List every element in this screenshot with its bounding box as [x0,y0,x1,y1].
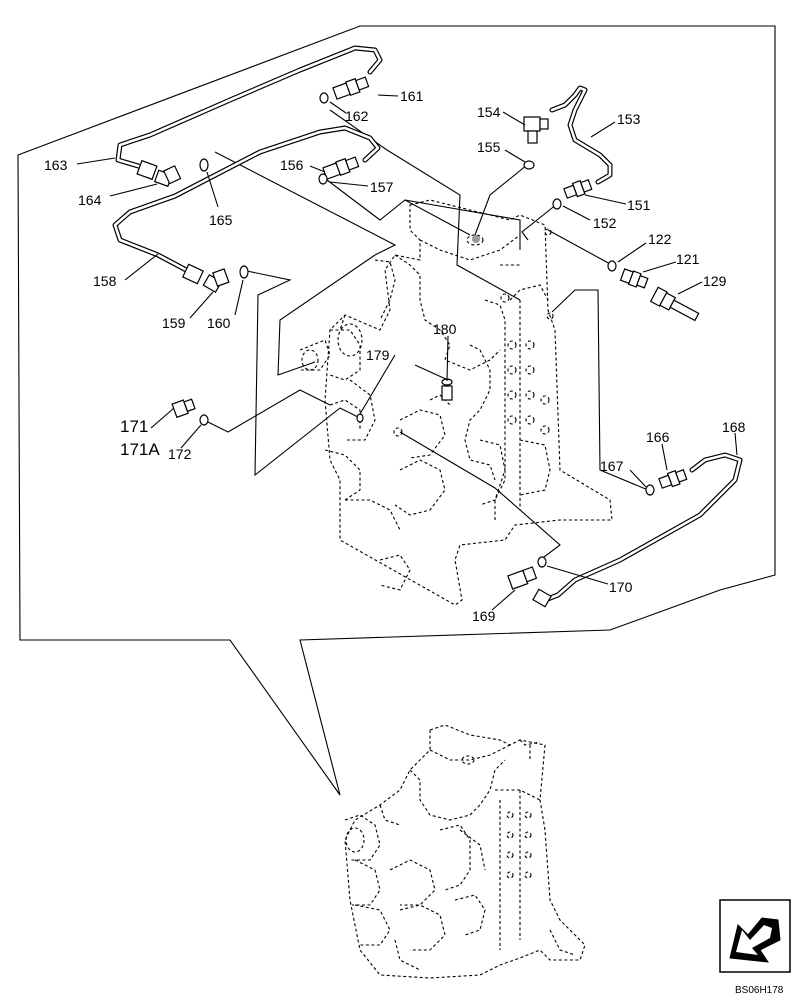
reference-code: BS06H178 [735,985,784,996]
oring-160 [239,265,249,279]
label-158: 158 [93,273,117,289]
fitting-121 [619,268,649,289]
control-valve-body [299,199,613,606]
oring-162 [319,92,329,104]
label-151: 151 [627,197,651,213]
overview-valve [344,724,586,979]
oring-152 [552,198,562,210]
part-labels: 161 162 163 164 165 154 153 155 156 157 … [44,88,746,624]
pipes [112,45,743,603]
nut-169 [532,588,552,608]
label-155: 155 [477,139,501,155]
label-180: 180 [433,321,457,337]
oring-167 [645,484,655,496]
label-169: 169 [472,608,496,624]
callout-outline [17,25,776,796]
label-122: 122 [648,231,672,247]
label-168: 168 [722,419,746,435]
label-165: 165 [209,212,233,228]
elbow-154 [523,116,549,144]
label-162: 162 [345,108,369,124]
elbow-164 [153,165,182,188]
oring-122 [607,260,617,272]
label-171a: 171A [120,440,160,459]
oring-172 [199,414,209,426]
elbow-159 [202,268,230,294]
plug-171 [171,398,196,419]
label-166: 166 [646,429,670,445]
nut-163 [136,159,158,181]
label-179: 179 [366,347,390,363]
label-159: 159 [162,315,186,331]
label-157: 157 [370,179,394,195]
fitting-161 [332,76,370,100]
oring-157 [318,173,328,185]
leader-lines [76,94,738,611]
plug-180 [441,378,453,401]
label-171: 171 [120,417,148,436]
label-154: 154 [477,104,501,120]
label-161: 161 [400,88,424,104]
oring-165 [199,158,209,172]
direction-arrow-icon [719,899,791,973]
fitting-151 [563,179,593,199]
nut-158 [181,263,205,285]
fittings [136,76,700,608]
oring-155 [523,160,535,170]
label-167: 167 [600,458,624,474]
connection-lines [203,109,649,561]
label-129: 129 [703,273,727,289]
label-170: 170 [609,579,633,595]
label-160: 160 [207,315,231,331]
label-163: 163 [44,157,68,173]
label-172: 172 [168,446,192,462]
fitting-156 [322,156,360,180]
sensor-129 [649,286,700,322]
oring-179 [356,413,364,423]
fitting-166 [658,469,688,489]
elbow-169 [507,566,538,590]
label-152: 152 [593,215,617,231]
label-121: 121 [676,251,700,267]
label-153: 153 [617,111,641,127]
label-164: 164 [78,192,102,208]
oring-170 [537,556,547,568]
label-156: 156 [280,157,304,173]
